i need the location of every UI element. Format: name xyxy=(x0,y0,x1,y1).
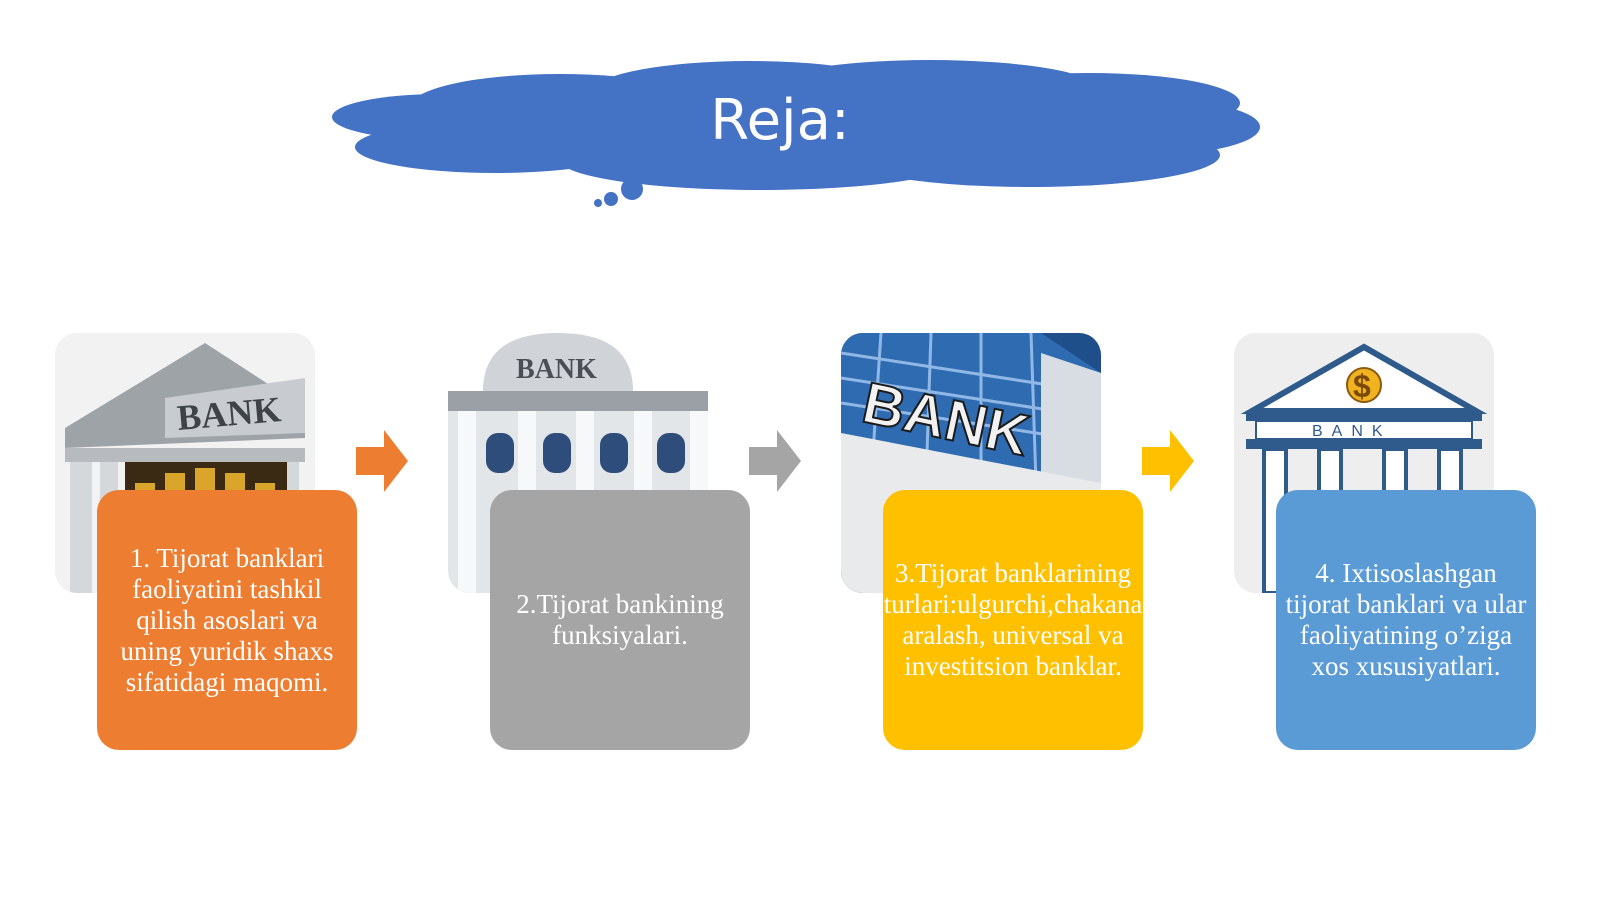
arrow-right-icon-3 xyxy=(1142,430,1194,492)
step-1: BANK 1. Tijorat banklari faoliyatini tas… xyxy=(55,333,525,753)
step-4-card: 4. Ixtisoslashgan tijorat banklari va ul… xyxy=(1276,490,1536,750)
step-2: BANK 2.Tijorat bankining funksiyalari. xyxy=(448,333,918,753)
bank-sign-4: BANK xyxy=(1312,423,1392,440)
bank-sign-1: BANK xyxy=(175,389,282,438)
dollar-symbol: $ xyxy=(1353,368,1371,404)
step-3: BANK 3.Tijorat banklarining turlari:ulgu… xyxy=(841,333,1311,753)
title-cloud xyxy=(332,60,1260,207)
step-3-card: 3.Tijorat banklarining turlari:ulgurchi,… xyxy=(883,490,1143,750)
page-title: Reja: xyxy=(710,88,850,153)
bank-sign-2: BANK xyxy=(516,354,597,385)
arrow-right-icon-2 xyxy=(749,430,801,492)
step-4: $ BANK 4. Ixtisoslashgan tijorat banklar… xyxy=(1234,333,1600,753)
arrow-right-icon-1 xyxy=(356,430,408,492)
step-1-card: 1. Tijorat banklari faoliyatini tashkil … xyxy=(97,490,357,750)
step-2-card: 2.Tijorat bankining funksiyalari. xyxy=(490,490,750,750)
